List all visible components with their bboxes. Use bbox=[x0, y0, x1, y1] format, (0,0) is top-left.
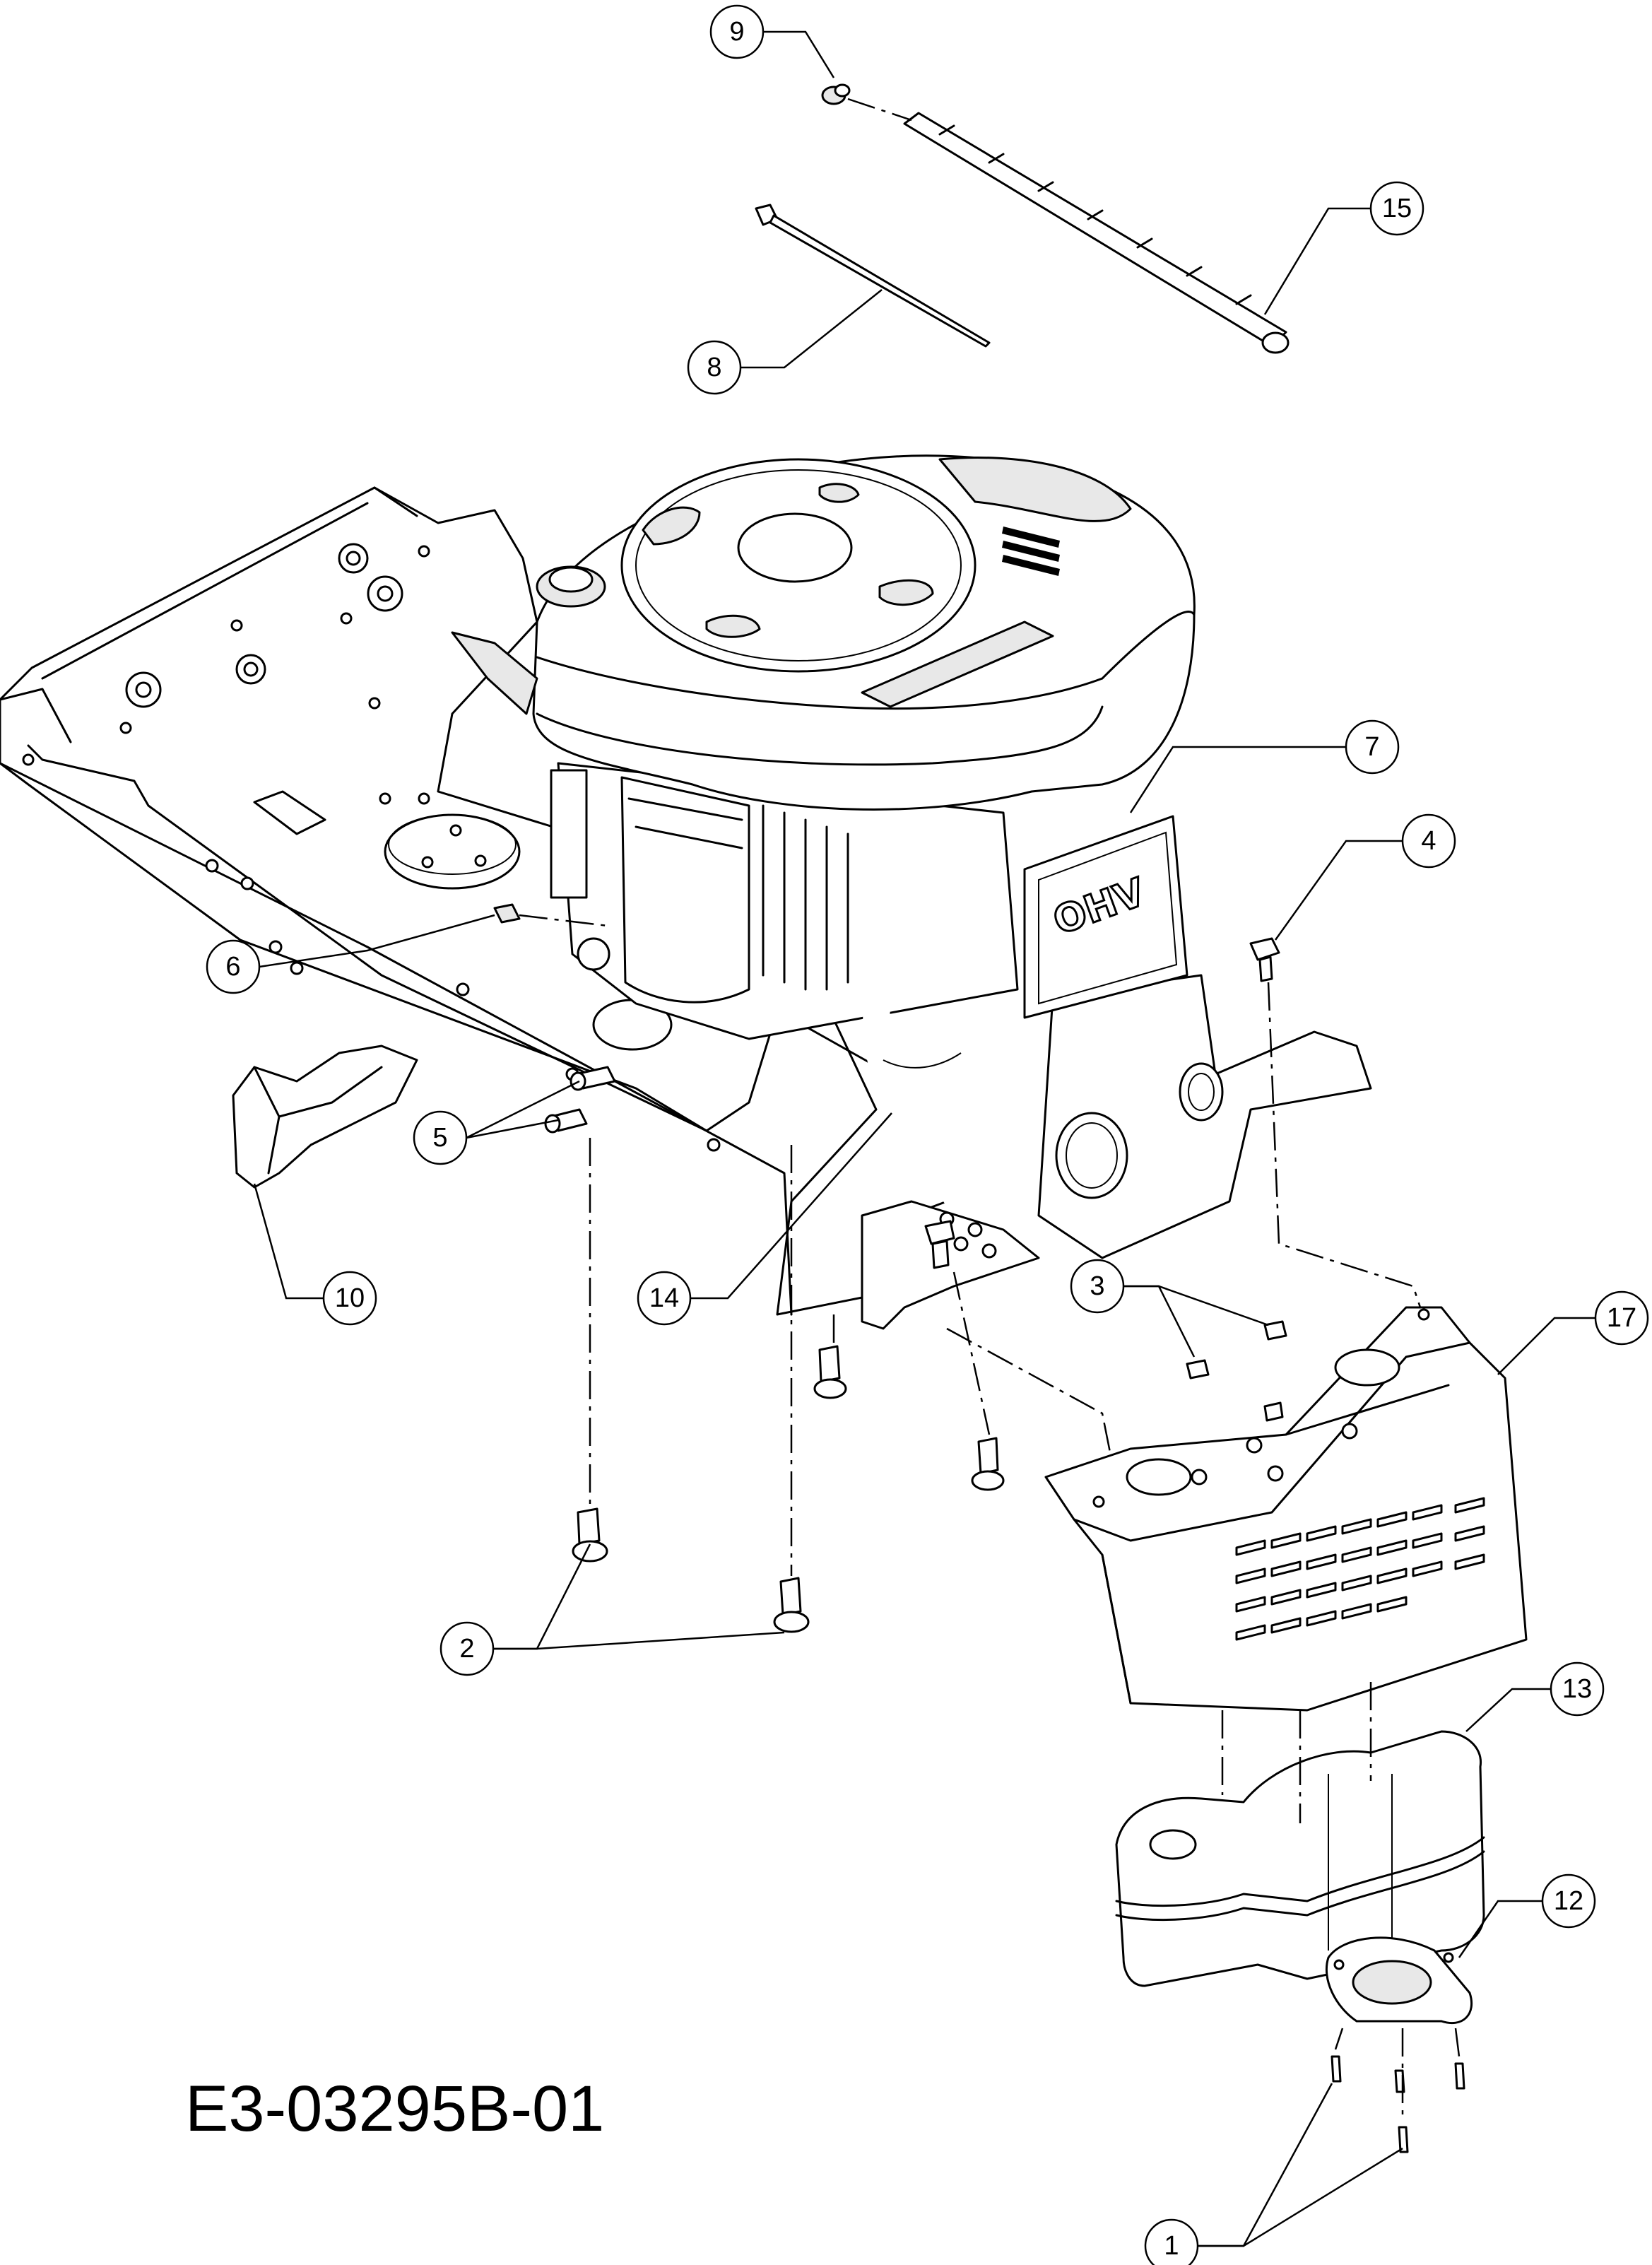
bolts-2 bbox=[572, 1345, 1005, 1633]
callout-17: 17 bbox=[1594, 1290, 1649, 1346]
callout-2: 2 bbox=[439, 1621, 495, 1676]
callout-label: 10 bbox=[335, 1283, 365, 1313]
callout-6: 6 bbox=[206, 939, 261, 994]
callout-15: 15 bbox=[1369, 181, 1424, 236]
callout-label: 9 bbox=[729, 17, 744, 47]
callout-label: 15 bbox=[1382, 194, 1412, 223]
bolt-4 bbox=[1249, 937, 1280, 982]
callout-12: 12 bbox=[1541, 1873, 1596, 1929]
callout-label: 5 bbox=[432, 1123, 447, 1153]
callout-label: 6 bbox=[225, 952, 240, 982]
nut bbox=[493, 903, 521, 924]
callout-label: 14 bbox=[649, 1283, 679, 1313]
muffler-guard bbox=[1044, 1306, 1528, 1712]
callout-7: 7 bbox=[1345, 719, 1400, 775]
callout-label: 13 bbox=[1562, 1674, 1592, 1704]
callout-9: 9 bbox=[709, 4, 765, 59]
callout-label: 12 bbox=[1554, 1886, 1583, 1916]
bolt-center bbox=[924, 1220, 955, 1269]
heat-shield bbox=[232, 1045, 418, 1189]
callout-14: 14 bbox=[637, 1271, 692, 1326]
bolts-3 bbox=[1186, 1320, 1287, 1422]
valve-cover bbox=[1023, 815, 1188, 1019]
hose-clamp bbox=[821, 83, 851, 105]
drawing-code: E3-03295B-01 bbox=[185, 2073, 604, 2145]
screws bbox=[544, 1066, 616, 1134]
callout-label: 7 bbox=[1364, 732, 1379, 762]
muffler bbox=[1115, 1730, 1485, 1987]
callout-1: 1 bbox=[1144, 2218, 1199, 2265]
frame-plate bbox=[0, 486, 1372, 1316]
callout-5: 5 bbox=[413, 1110, 468, 1165]
callout-label: 4 bbox=[1421, 826, 1436, 856]
callout-label: 2 bbox=[459, 1634, 474, 1664]
callout-leaders bbox=[253, 30, 1595, 2247]
exhaust-deflector bbox=[1325, 1936, 1473, 2025]
guard-slots bbox=[1235, 1497, 1485, 1641]
callout-label: 1 bbox=[1164, 2231, 1179, 2261]
callout-label: 17 bbox=[1607, 1303, 1636, 1333]
callout-4: 4 bbox=[1401, 813, 1456, 869]
callout-label: 3 bbox=[1090, 1271, 1104, 1301]
cable-tie bbox=[755, 204, 991, 348]
callout-3: 3 bbox=[1070, 1259, 1125, 1314]
callout-10: 10 bbox=[322, 1271, 377, 1326]
engine: OHV bbox=[451, 454, 1196, 1330]
engine-vent bbox=[1002, 526, 1060, 576]
fuel-line-sleeve bbox=[903, 112, 1290, 354]
callout-label: 8 bbox=[707, 353, 721, 382]
callout-13: 13 bbox=[1550, 1661, 1605, 1717]
callout-8: 8 bbox=[687, 340, 742, 395]
